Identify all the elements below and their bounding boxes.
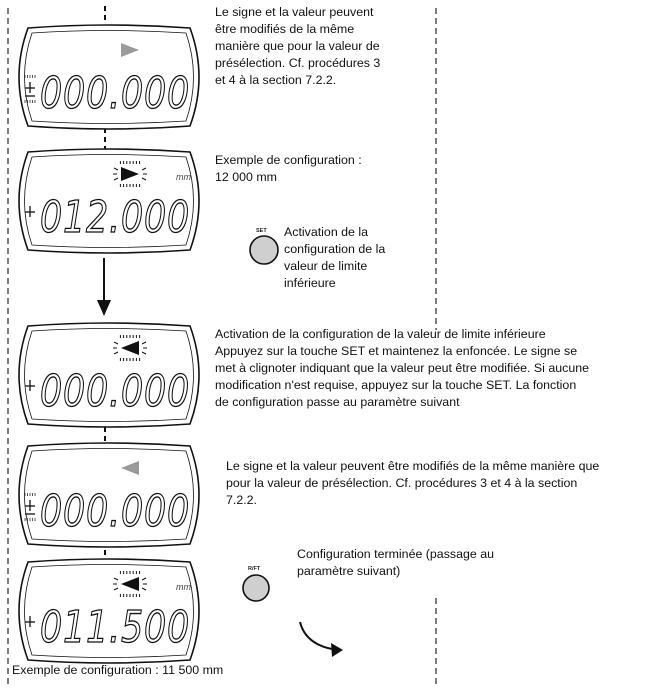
curved-next-arrow bbox=[299, 621, 343, 657]
rft-button-label: R/FT bbox=[248, 566, 261, 572]
step3-line: met à clignoter indiquant que la valeur … bbox=[215, 361, 590, 375]
step4-line: pour la valeur de présélection. Cf. proc… bbox=[226, 476, 578, 490]
lcd-value: 000.000 bbox=[40, 486, 190, 537]
step3-line: modification n'est requise, appuyez sur … bbox=[215, 378, 577, 392]
lcd-window bbox=[24, 154, 194, 248]
lcd-window bbox=[24, 30, 194, 124]
set-button-body[interactable] bbox=[249, 235, 279, 265]
lcd-sign bbox=[24, 75, 36, 103]
step1-line: manière que pour la valeur de bbox=[215, 39, 380, 53]
set-note-line: valeur de limite bbox=[284, 259, 368, 273]
lcd-arrow bbox=[121, 341, 139, 355]
step1-text: Le signe et la valeur peuvent être modif… bbox=[215, 4, 430, 89]
done-note-line: paramètre suivant) bbox=[297, 564, 401, 578]
step3-line: de configuration passe au paramètre suiv… bbox=[215, 395, 460, 409]
lcd-window bbox=[24, 564, 194, 658]
lcd-value: 012.000 bbox=[40, 192, 190, 243]
lcd-value: 011.500 bbox=[40, 602, 190, 653]
lcd-sign bbox=[24, 493, 36, 521]
lcd-arrow bbox=[121, 461, 139, 475]
blink-rays bbox=[113, 335, 147, 361]
lcd-sign bbox=[25, 616, 35, 627]
lcd-arrow bbox=[121, 167, 139, 181]
lcd-display: 000.000 bbox=[18, 322, 200, 428]
step1-line: Le signe et la valeur peuvent bbox=[215, 5, 374, 19]
lcd-bezel bbox=[18, 558, 200, 664]
lcd-display: 000.000 bbox=[18, 442, 200, 548]
lcd-bezel bbox=[18, 24, 200, 130]
lcd-unit: mm bbox=[176, 172, 191, 182]
set-note-line: configuration de la bbox=[284, 242, 386, 256]
set-note-line: inférieure bbox=[284, 276, 336, 290]
rft-button[interactable]: R/FT bbox=[242, 566, 270, 602]
step4-line: Le signe et la valeur peuvent être modif… bbox=[226, 459, 600, 473]
step3-text: Activation de la configuration de la val… bbox=[215, 326, 655, 411]
lcd-bezel bbox=[18, 442, 200, 548]
set-note-text: Activation de la configuration de la val… bbox=[284, 224, 434, 292]
lcd-displays: 000.000 mm 012.000 000.000 000.000 mm 011.500 bbox=[18, 24, 200, 664]
lcd-sign bbox=[25, 206, 35, 217]
rft-button-body[interactable] bbox=[242, 574, 270, 602]
lcd-value: 000.000 bbox=[40, 68, 190, 119]
lcd-unit: mm bbox=[176, 582, 191, 592]
lcd-value: 000.000 bbox=[40, 366, 190, 417]
lcd-arrow bbox=[121, 43, 139, 57]
done-note-text: Configuration terminée (passage au param… bbox=[297, 546, 547, 580]
lcd-window bbox=[24, 448, 194, 542]
lcd-bezel bbox=[18, 322, 200, 428]
lcd-display: mm 011.500 bbox=[18, 558, 200, 664]
lcd-bezel bbox=[18, 148, 200, 254]
step1-line: présélection. Cf. procédures 3 bbox=[215, 56, 381, 70]
step2-text: Exemple de configuration : 12 000 mm bbox=[215, 152, 430, 186]
lcd-arrow bbox=[121, 577, 139, 591]
lcd-window bbox=[24, 328, 194, 422]
lcd-display: 000.000 bbox=[18, 24, 200, 130]
step2-line: 12 000 mm bbox=[215, 170, 277, 184]
lcd-display: mm 012.000 bbox=[18, 148, 200, 254]
step3-line: Appuyez sur la touche SET et maintenez l… bbox=[215, 344, 578, 358]
step4-text: Le signe et la valeur peuvent être modif… bbox=[226, 458, 654, 509]
done-note-line: Configuration terminée (passage au bbox=[297, 547, 494, 561]
lcd-sign bbox=[25, 380, 35, 391]
step1-line: et 4 à la section 7.2.2. bbox=[215, 73, 337, 87]
blink-rays bbox=[113, 161, 147, 187]
step2-line: Exemple de configuration : bbox=[215, 153, 362, 167]
footer-example: Exemple de configuration : 11 500 mm bbox=[12, 663, 224, 677]
step4-line: 7.2.2. bbox=[226, 493, 258, 507]
set-button[interactable]: SET bbox=[249, 228, 279, 265]
down-arrow bbox=[97, 258, 111, 316]
step1-line: être modifiés de la même bbox=[215, 22, 355, 36]
set-note-line: Activation de la bbox=[284, 225, 369, 239]
blink-rays bbox=[113, 571, 147, 597]
step3-line: Activation de la configuration de la val… bbox=[215, 327, 546, 341]
set-button-label: SET bbox=[256, 228, 267, 234]
